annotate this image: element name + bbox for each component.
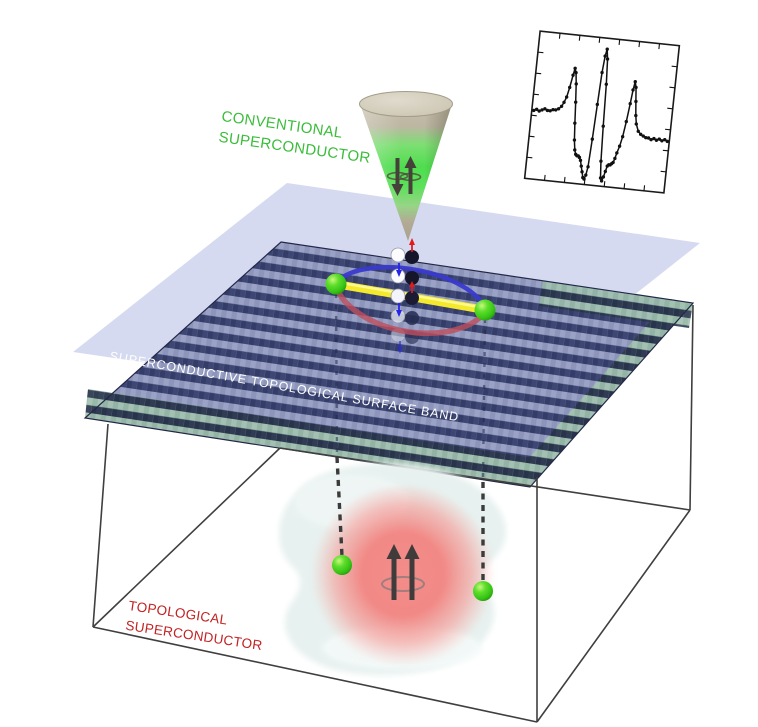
singlet-spin-pair-icon xyxy=(386,156,422,196)
crystal-box-back-edges xyxy=(92,304,694,628)
topological-surface-lattice xyxy=(83,241,695,488)
bound-state-dot-right xyxy=(473,581,493,601)
surface-state-dot-left xyxy=(325,273,347,295)
stm-tip-cone xyxy=(359,91,453,241)
spin-down-arrow-icon xyxy=(391,158,404,196)
surface-state-dot-right xyxy=(474,299,496,321)
surface-right-edge-band xyxy=(507,299,693,487)
mini-spin-down-arrows xyxy=(396,263,403,354)
inset-spectrum-plot xyxy=(523,30,681,194)
spin-up-arrow-icon xyxy=(386,544,420,600)
surface-front-edge-band xyxy=(85,389,533,487)
inset-axis-ticks xyxy=(526,33,678,191)
bulk-interior xyxy=(279,463,506,675)
mini-spin-up-arrows xyxy=(409,238,415,293)
crystal-box-front-edges xyxy=(92,423,691,723)
inset-spectrum-curve xyxy=(532,47,669,183)
surface-corner-band xyxy=(539,281,693,328)
ring-back-arc xyxy=(334,265,488,311)
ring-front-arc xyxy=(333,285,488,336)
spin-up-arrow-icon xyxy=(404,156,417,194)
bound-state-dot-left xyxy=(332,555,352,575)
cone-top-face xyxy=(359,91,453,117)
vortex-connection-dashes xyxy=(334,293,487,582)
triplet-spin-pair-icon xyxy=(381,544,425,600)
surface-pair-ring xyxy=(325,238,496,354)
